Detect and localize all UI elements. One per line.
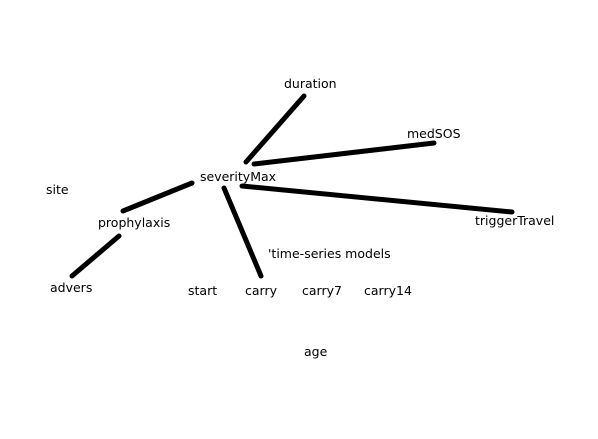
node-triggerTravel: triggerTravel — [475, 213, 555, 228]
node-age: age — [304, 344, 328, 359]
edge-severityMax-prophylaxis — [120, 180, 195, 214]
node-severityMax: severityMax — [200, 169, 277, 184]
edge-severityMax-triggerTravel — [239, 183, 515, 215]
edge-severityMax-medSOS — [251, 140, 437, 167]
node-duration: duration — [284, 76, 337, 91]
node-advers: advers — [50, 280, 93, 295]
node-site: site — [46, 182, 69, 197]
node-start: start — [188, 283, 218, 298]
node-prophylaxis: prophylaxis — [98, 215, 171, 230]
node-carry: carry — [245, 283, 277, 298]
node-medSOS: medSOS — [407, 126, 461, 141]
node-time-series-models: 'time-series models — [268, 246, 391, 261]
node-carry7: carry7 — [302, 283, 342, 298]
edge-severityMax-carry — [221, 185, 264, 279]
edge-severityMax-duration — [243, 93, 307, 165]
edge-prophylaxis-advers — [69, 233, 122, 279]
node-carry14: carry14 — [364, 283, 412, 298]
